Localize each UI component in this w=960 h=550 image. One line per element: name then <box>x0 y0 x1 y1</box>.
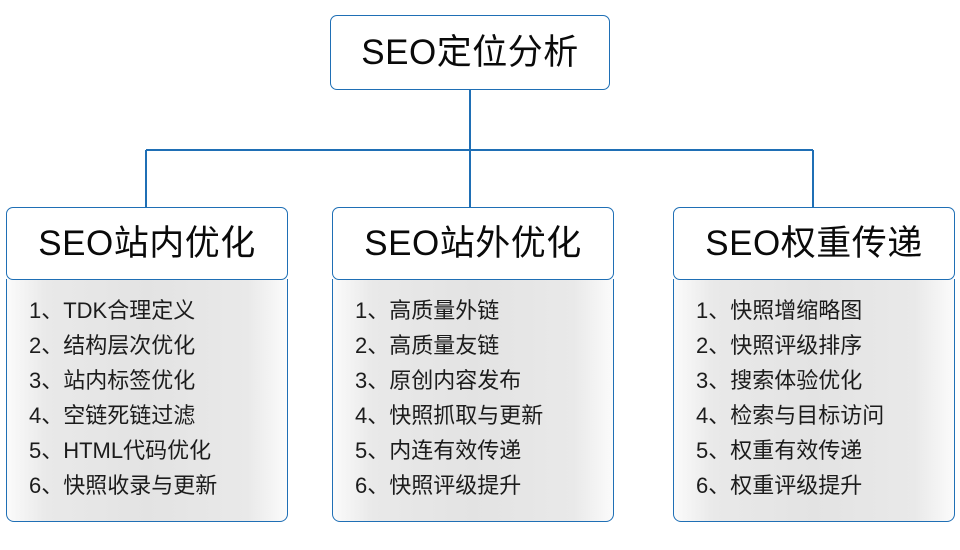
list-item: 1、TDK合理定义 <box>29 298 196 323</box>
list-item: 1、高质量外链 <box>355 298 500 323</box>
branch-column-3: SEO权重传递 1、快照增缩略图 2、快照评级排序 3、搜索体验优化 4、检索与… <box>673 207 955 522</box>
list-item: 3、原创内容发布 <box>355 368 522 393</box>
branch-header-3[interactable]: SEO权重传递 <box>673 207 955 280</box>
branch-title-1: SEO站内优化 <box>38 224 256 263</box>
branch-body-3: 1、快照增缩略图 2、快照评级排序 3、搜索体验优化 4、检索与目标访问 5、权… <box>673 279 955 522</box>
branch-body-2: 1、高质量外链 2、高质量友链 3、原创内容发布 4、快照抓取与更新 5、内连有… <box>332 279 614 522</box>
list-item: 4、空链死链过滤 <box>29 403 196 428</box>
list-item: 1、快照增缩略图 <box>696 298 863 323</box>
list-item: 2、快照评级排序 <box>696 333 863 358</box>
branch-column-1: SEO站内优化 1、TDK合理定义 2、结构层次优化 3、站内标签优化 4、空链… <box>6 207 288 522</box>
branch-list-1: 1、TDK合理定义 2、结构层次优化 3、站内标签优化 4、空链死链过滤 5、H… <box>7 293 217 503</box>
list-item: 3、搜索体验优化 <box>696 368 863 393</box>
list-item: 6、快照收录与更新 <box>29 473 218 498</box>
branch-body-1: 1、TDK合理定义 2、结构层次优化 3、站内标签优化 4、空链死链过滤 5、H… <box>6 279 288 522</box>
list-item: 4、检索与目标访问 <box>696 403 885 428</box>
branch-title-3: SEO权重传递 <box>705 224 923 263</box>
list-item: 5、HTML代码优化 <box>29 438 212 463</box>
branch-list-2: 1、高质量外链 2、高质量友链 3、原创内容发布 4、快照抓取与更新 5、内连有… <box>333 293 543 503</box>
branch-list-3: 1、快照增缩略图 2、快照评级排序 3、搜索体验优化 4、检索与目标访问 5、权… <box>674 293 884 503</box>
list-item: 5、内连有效传递 <box>355 438 522 463</box>
list-item: 5、权重有效传递 <box>696 438 863 463</box>
list-item: 2、高质量友链 <box>355 333 500 358</box>
branch-title-2: SEO站外优化 <box>364 224 582 263</box>
branch-column-2: SEO站外优化 1、高质量外链 2、高质量友链 3、原创内容发布 4、快照抓取与… <box>332 207 614 522</box>
root-node[interactable]: SEO定位分析 <box>330 15 610 90</box>
list-item: 6、权重评级提升 <box>696 473 863 498</box>
list-item: 6、快照评级提升 <box>355 473 522 498</box>
root-node-label: SEO定位分析 <box>361 33 579 72</box>
list-item: 2、结构层次优化 <box>29 333 196 358</box>
branch-header-2[interactable]: SEO站外优化 <box>332 207 614 280</box>
branch-header-1[interactable]: SEO站内优化 <box>6 207 288 280</box>
list-item: 4、快照抓取与更新 <box>355 403 544 428</box>
list-item: 3、站内标签优化 <box>29 368 196 393</box>
